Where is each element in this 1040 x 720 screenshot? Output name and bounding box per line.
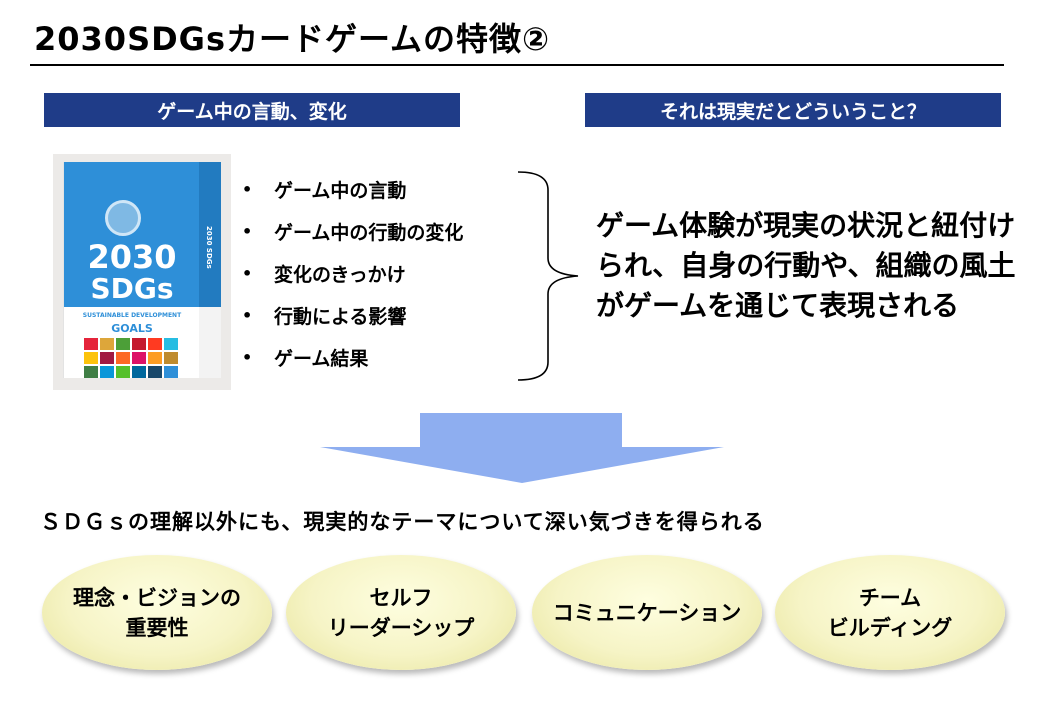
box-logo-small: SUSTAINABLE DEVELOPMENT bbox=[82, 312, 182, 319]
down-arrow-icon bbox=[320, 413, 724, 483]
left-section-header-label: ゲーム中の言動、変化 bbox=[157, 100, 347, 123]
title-divider bbox=[30, 64, 1004, 66]
box-title-year: 2030 bbox=[87, 238, 177, 276]
list-item: •ゲーム結果 bbox=[242, 347, 369, 370]
page-title: 2030SDGsカードゲームの特徴② bbox=[34, 20, 551, 58]
box-side-text: 2030 SDGs bbox=[205, 226, 213, 269]
topic-team-building: チーム ビルディング bbox=[775, 555, 1005, 670]
bullet-list: •ゲーム中の言動 •ゲーム中の行動の変化 •変化のきっかけ •行動による影響 •… bbox=[240, 168, 530, 378]
topic-vision: 理念・ビジョンの 重要性 bbox=[42, 555, 272, 670]
conclusion-text: ＳＤＧｓの理解以外にも、現実的なテーマについて深い気づきを得られる bbox=[40, 510, 765, 534]
topic-communication: コミュニケーション bbox=[532, 555, 762, 670]
topic-self-leadership: セルフ リーダーシップ bbox=[286, 555, 516, 670]
bullet-icon: • bbox=[242, 305, 253, 325]
emblem-icon bbox=[105, 200, 141, 236]
box-front: 2030 SDGs SUSTAINABLE DEVELOPMENT GOALS bbox=[63, 162, 200, 378]
left-section-header: ゲーム中の言動、変化 bbox=[44, 93, 460, 127]
box-title-sdgs: SDGs bbox=[90, 272, 174, 305]
product-box-image: 2030 SDGs SUSTAINABLE DEVELOPMENT GOALS … bbox=[53, 154, 231, 390]
right-section-header: それは現実だとどういうこと？ bbox=[585, 93, 1001, 127]
bullet-icon: • bbox=[242, 179, 253, 199]
list-item: •ゲーム中の言動 bbox=[242, 179, 407, 202]
bullet-icon: • bbox=[242, 263, 253, 283]
bullet-icon: • bbox=[242, 347, 253, 367]
right-section-header-label: それは現実だとどういうこと？ bbox=[659, 100, 926, 123]
statement-text: ゲーム体験が現実の状況と紐付けられ、自身の行動や、組織の風土がゲームを通じて表現… bbox=[596, 209, 1016, 322]
list-item: •行動による影響 bbox=[242, 305, 407, 328]
list-item: •ゲーム中の行動の変化 bbox=[242, 221, 464, 244]
box-logo-goals: GOALS bbox=[111, 322, 153, 335]
sdg-tiles bbox=[84, 338, 180, 378]
box-blue-panel: 2030 SDGs bbox=[64, 162, 200, 307]
right-brace-icon bbox=[517, 171, 579, 381]
box-side: 2030 SDGs bbox=[199, 162, 221, 378]
bullet-icon: • bbox=[242, 221, 253, 241]
list-item: •変化のきっかけ bbox=[242, 263, 406, 286]
